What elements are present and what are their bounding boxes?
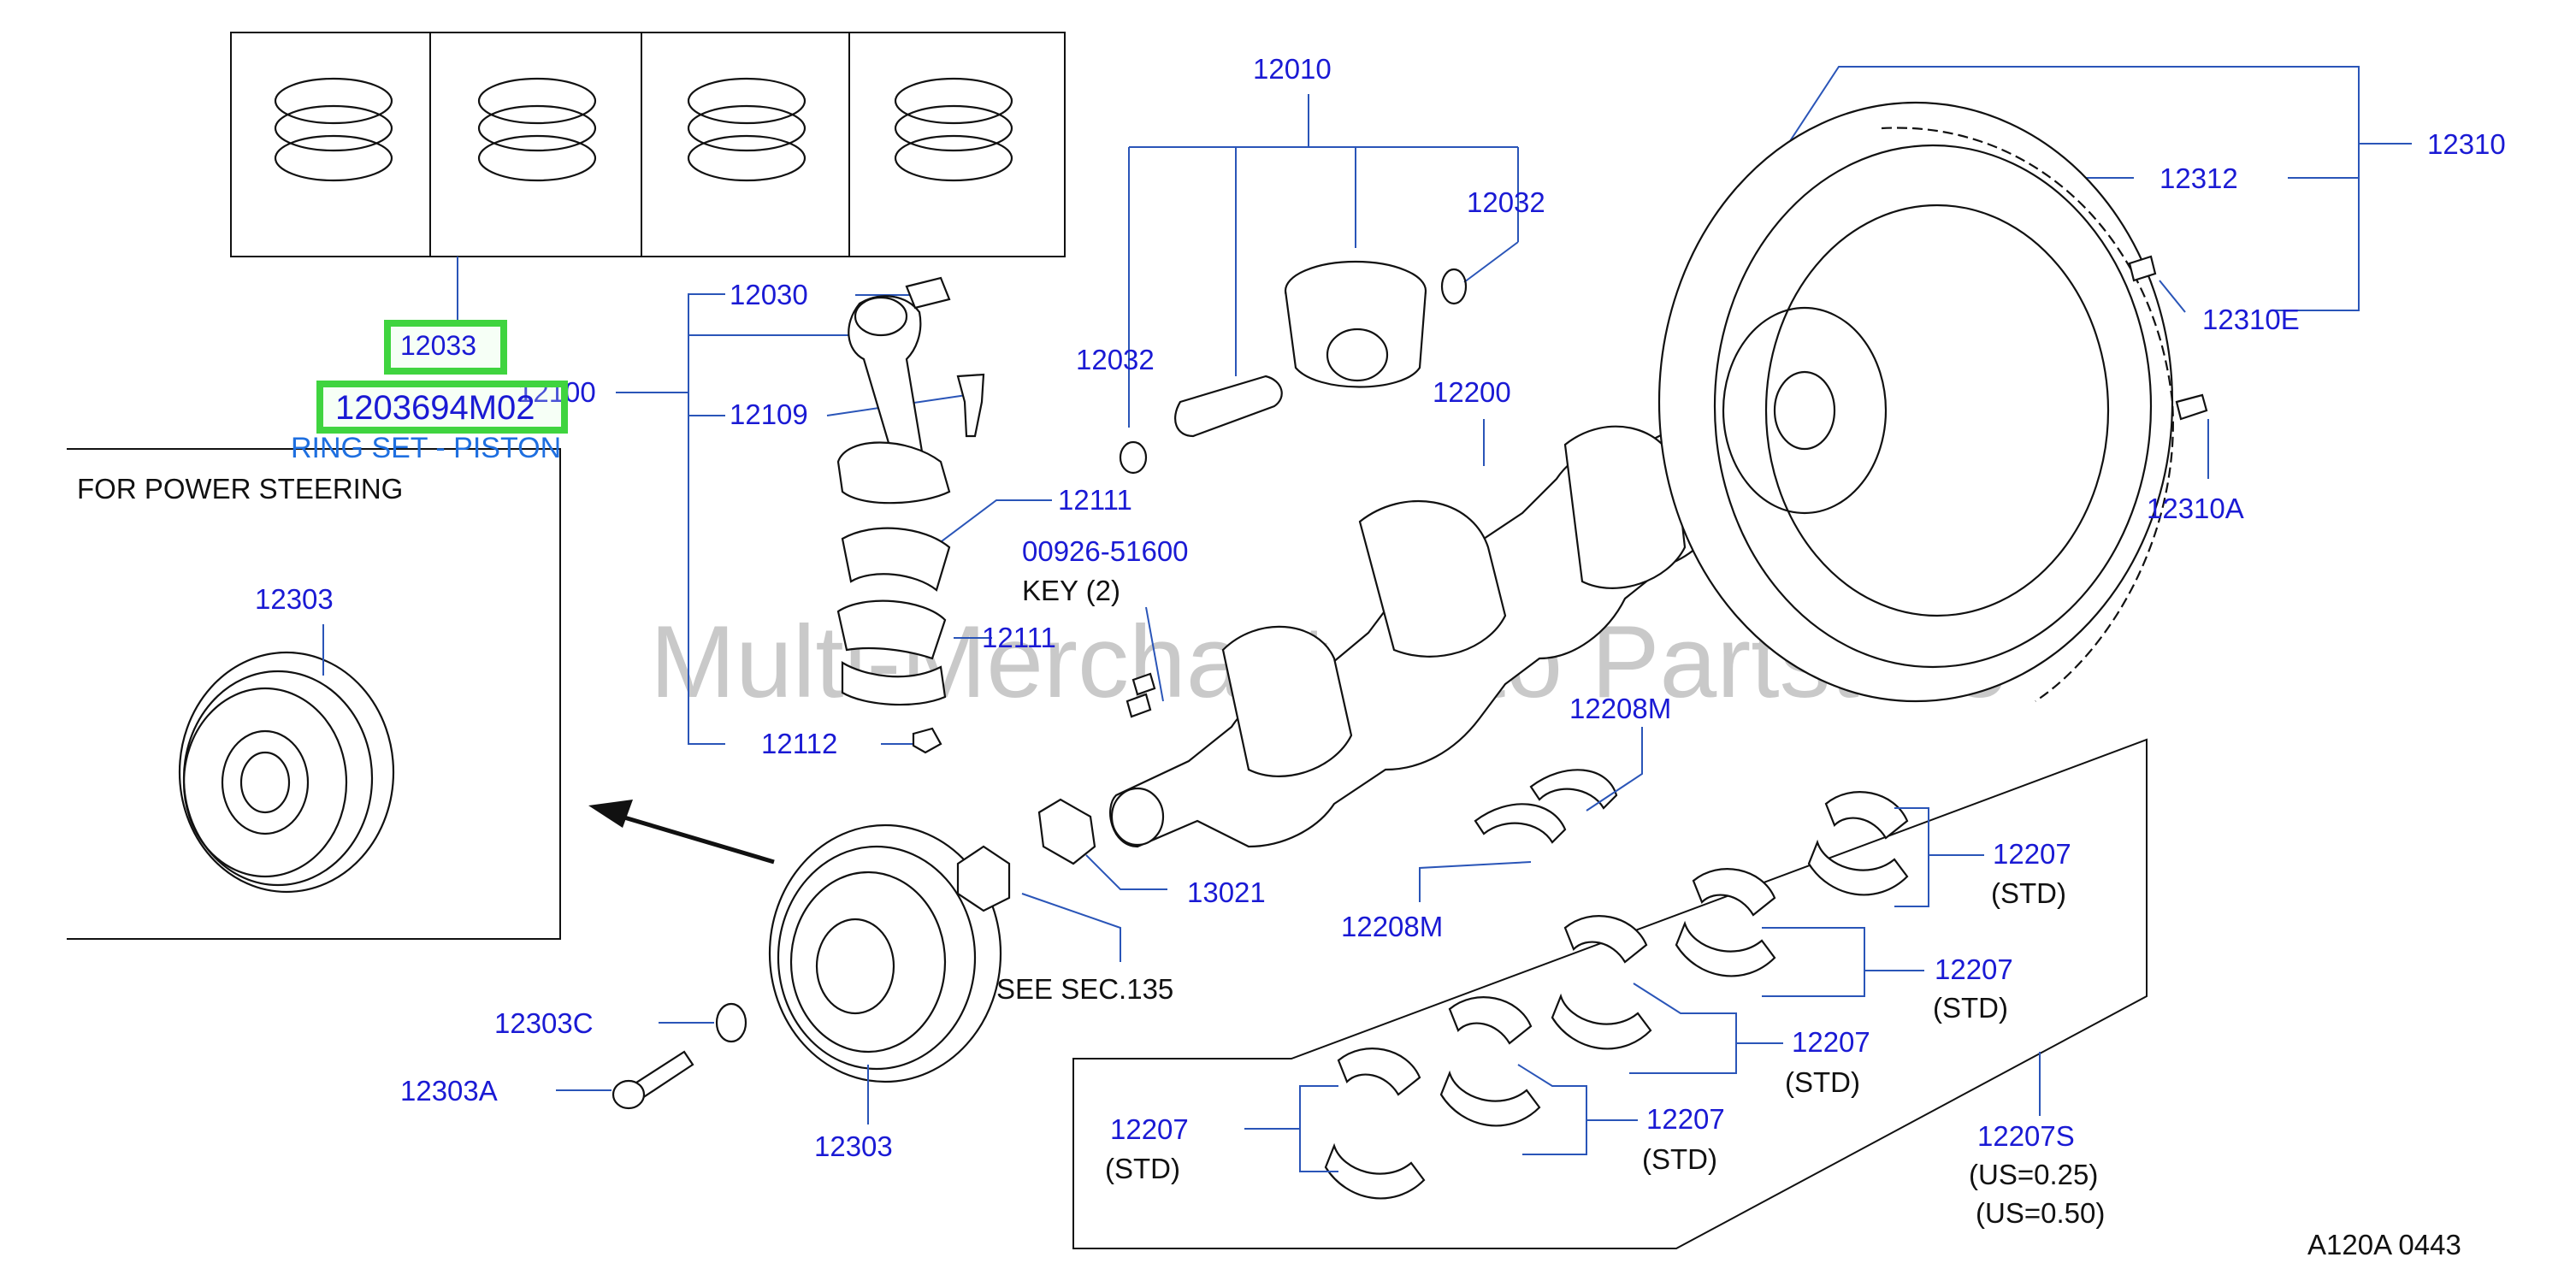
part-label-12310E[interactable]: 12310E <box>2202 304 2300 335</box>
part-label-13021[interactable]: 13021 <box>1187 876 1266 908</box>
power-steering-label: FOR POWER STEERING <box>77 473 403 505</box>
flywheel-illustration <box>1657 66 2412 703</box>
key-illustration <box>1126 672 1156 718</box>
part-label-12207S[interactable]: 12207S <box>1977 1120 2075 1152</box>
part-label-12303[interactable]: 12303 <box>814 1130 893 1162</box>
part-label-12207-4[interactable]: 12207 <box>1646 1103 1725 1135</box>
part-label-12303-inset[interactable]: 12303 <box>255 583 334 615</box>
std-label-1: (STD) <box>1991 877 2066 909</box>
part-label-12111-upper[interactable]: 12111 <box>1058 484 1132 516</box>
highlight-subpart-number[interactable]: 1203694M02 <box>335 389 535 427</box>
part-label-12303C[interactable]: 12303C <box>494 1007 594 1039</box>
highlight-subpart-box[interactable] <box>316 381 568 434</box>
crankshaft-illustration <box>1109 416 1756 848</box>
undersize-050-label: (US=0.50) <box>1976 1197 2105 1229</box>
part-label-12207-1[interactable]: 12207 <box>1993 838 2071 870</box>
part-label-12200[interactable]: 12200 <box>1433 376 1511 408</box>
part-label-12208M-lower[interactable]: 12208M <box>1341 911 1443 942</box>
std-label-3: (STD) <box>1785 1066 1860 1098</box>
part-label-12312[interactable]: 12312 <box>2159 162 2238 194</box>
ring-set-box <box>230 32 1066 323</box>
part-label-12111-lower[interactable]: 12111 <box>982 622 1056 653</box>
part-label-12109[interactable]: 12109 <box>730 398 808 430</box>
part-label-00926-51600[interactable]: 00926-51600 <box>1022 535 1189 567</box>
conrod-leaders <box>616 293 1052 745</box>
part-label-12010[interactable]: 12010 <box>1253 53 1332 85</box>
part-label-12030[interactable]: 12030 <box>730 279 808 310</box>
undersize-025-label: (US=0.25) <box>1969 1159 2098 1190</box>
conrod-illustration <box>836 276 985 754</box>
piston-illustration <box>1119 94 1519 475</box>
part-label-12032-right[interactable]: 12032 <box>1467 186 1545 218</box>
key-label: KEY (2) <box>1022 575 1120 606</box>
thrust-washer-illustration <box>1419 727 1643 902</box>
part-label-12207-5[interactable]: 12207 <box>1110 1113 1189 1145</box>
part-label-12207-2[interactable]: 12207 <box>1935 953 2013 985</box>
part-labels: 12010 12032 12032 12030 12100 12109 1211… <box>77 53 2506 1260</box>
std-label-2: (STD) <box>1933 992 2008 1024</box>
part-label-12112[interactable]: 12112 <box>761 728 837 759</box>
part-label-12207-3[interactable]: 12207 <box>1792 1026 1870 1058</box>
part-label-12310[interactable]: 12310 <box>2427 128 2506 160</box>
std-label-4: (STD) <box>1642 1143 1717 1175</box>
highlight-part-box[interactable] <box>384 320 507 375</box>
bearing-panel <box>1072 727 2148 1249</box>
part-label-12208M-upper[interactable]: 12208M <box>1569 693 1671 724</box>
piston-ring-illustration <box>274 77 1013 182</box>
part-label-12310A[interactable]: 12310A <box>2147 493 2244 524</box>
ps-pulley-illustration <box>178 651 395 894</box>
crank-pulley-illustration <box>556 798 1167 1124</box>
highlight-part-number[interactable]: 12033 <box>400 330 476 361</box>
highlight-description: RING SET - PISTON <box>291 432 562 464</box>
main-bearing-illustrations <box>1324 791 1909 1200</box>
std-label-5: (STD) <box>1105 1153 1180 1184</box>
bearing-leaders <box>1244 807 2041 1172</box>
diagram-code: A120A 0443 <box>2307 1229 2461 1260</box>
see-section-label: SEE SEC.135 <box>996 973 1173 1005</box>
part-label-12032-left[interactable]: 12032 <box>1076 344 1155 375</box>
direction-arrow <box>588 800 775 865</box>
power-steering-inset <box>67 448 561 940</box>
part-label-12303A[interactable]: 12303A <box>400 1075 498 1107</box>
